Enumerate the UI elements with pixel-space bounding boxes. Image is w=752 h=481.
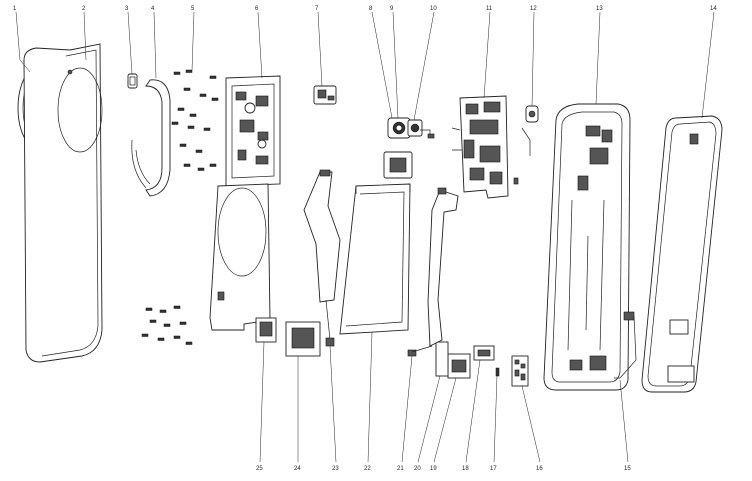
callout-12: 12 (530, 6, 537, 12)
part-25-component (255, 317, 277, 343)
part-4-deco-ring (131, 79, 171, 197)
part-24-sub-module (285, 321, 321, 357)
callout-4: 4 (151, 6, 155, 12)
part-23-flex (303, 169, 341, 347)
part-3-bracket (127, 73, 138, 89)
callout-21: 21 (397, 466, 404, 472)
part-17-spring (495, 367, 500, 377)
part-6-camera-frame (209, 75, 281, 331)
callout-7: 7 (315, 6, 319, 12)
part-12-earpiece (513, 105, 539, 185)
callout-20: 20 (414, 466, 421, 472)
callout-labels-top: 1 2 3 4 5 6 7 8 9 10 11 12 13 14 (13, 6, 717, 12)
callout-18: 18 (462, 466, 469, 472)
callout-10: 10 (430, 6, 437, 12)
callout-17: 17 (490, 466, 497, 472)
part-8-camera (387, 117, 411, 139)
callout-1: 1 (13, 6, 17, 12)
callout-labels-bottom: 15 16 17 18 19 20 21 22 23 24 25 (256, 466, 631, 472)
part-14-display (641, 115, 723, 393)
callout-6: 6 (255, 6, 259, 12)
part-13-middle-frame (543, 103, 631, 391)
callout-22: 22 (364, 466, 371, 472)
callout-2: 2 (82, 6, 86, 12)
part-18-connector (473, 345, 495, 361)
callout-9: 9 (390, 6, 394, 12)
screws-lower (141, 305, 193, 345)
part-21-main-flex (407, 187, 459, 357)
callout-24: 24 (294, 466, 301, 472)
callout-23: 23 (332, 466, 339, 472)
camera-holder (383, 151, 413, 179)
callout-15: 15 (624, 466, 631, 472)
part-5-screws-upper (171, 69, 219, 171)
part-20-speaker (435, 341, 449, 377)
callout-16: 16 (536, 466, 543, 472)
leader-lines (15, 11, 715, 463)
callout-5: 5 (191, 6, 195, 12)
part-9-camera-lens (407, 119, 423, 137)
callout-11: 11 (486, 6, 493, 12)
part-15-flex (614, 311, 637, 379)
part-2-back-panel (23, 43, 103, 363)
part-16-sub-board (511, 355, 529, 387)
part-22-battery (339, 183, 411, 335)
part-10-camera-flex (420, 129, 435, 139)
part-11-main-board (451, 95, 509, 199)
callout-13: 13 (596, 6, 603, 12)
callout-19: 19 (430, 466, 437, 472)
callout-14: 14 (710, 6, 717, 12)
callout-25: 25 (256, 466, 263, 472)
callout-3: 3 (125, 6, 129, 12)
part-7-sensor-module (313, 85, 337, 105)
part-19-usb-board (447, 353, 471, 379)
callout-8: 8 (369, 6, 373, 12)
